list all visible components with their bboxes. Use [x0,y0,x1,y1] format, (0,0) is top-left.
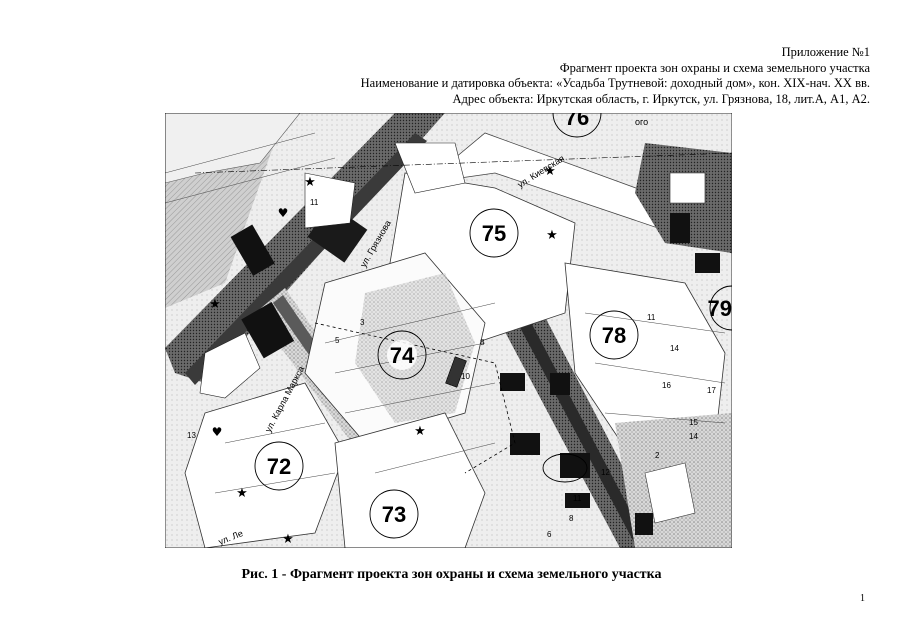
lot-number: 13 [187,431,196,440]
object-name: Наименование и датировка объекта: «Усадь… [360,76,870,90]
object-address: Адрес объекта: Иркутская область, г. Ирк… [452,92,870,106]
lot-number: 17 [707,386,716,395]
lot-number: 10 [461,372,470,381]
zone-label-72: 72 [267,454,291,479]
zone-label-74: 74 [390,343,415,368]
zone-label-79: 79 [708,296,732,321]
lot-number: 11 [647,313,656,322]
document-subtitle: Фрагмент проекта зон охраны и схема земе… [559,61,870,75]
star-icon: ★ [282,532,294,547]
block-73 [334,412,486,548]
street-label-top: ого [635,117,648,127]
appendix-label: Приложение №1 [781,45,870,59]
zone-label-73: 73 [382,502,406,527]
figure-caption: Рис. 1 - Фрагмент проекта зон охраны и с… [241,567,662,582]
zone-label-78: 78 [602,323,626,348]
star-icon: ★ [544,164,556,179]
zone-circle-79 [709,285,732,331]
zone-circle-74 [377,330,427,380]
star-icon: ★ [236,486,248,501]
star-icon: ★ [546,228,558,243]
lot-number: 8 [569,514,574,523]
lot-number: 11 [573,494,582,503]
lot-number: 2 [655,451,660,460]
lot-number: 3 [360,318,365,327]
lot-number: 8 [480,338,485,347]
lot-number: 11 [310,198,319,207]
zone-label-76: 76 [565,113,589,130]
lot-number: 16 [662,381,671,390]
lot-number: 5 [335,336,340,345]
zone-circle-73 [369,489,419,539]
zone-circle-78 [589,310,639,360]
star-icon: ★ [414,424,426,439]
zone-circle-72 [254,441,304,491]
star-icon: ★ [304,175,316,190]
zone-label-75: 75 [482,221,506,246]
page-number: 1 [860,593,865,604]
star-icon: ★ [209,297,221,312]
lot-number: 15 [689,418,698,427]
zone-circle-75 [469,208,519,258]
heart-icon: ♥ [278,206,289,220]
lot-number: 6 [547,530,552,539]
heart-icon: ♥ [212,425,223,439]
lot-number: 12 [601,468,610,477]
lot-number: 14 [670,344,679,353]
protection-zones-map: 74 75 78 72 73 76 79 ул. Киевская ул. Ка… [165,113,732,548]
lot-number: 14 [689,432,698,441]
object-building-18 [445,356,467,388]
zone-circle-76 [552,113,602,138]
